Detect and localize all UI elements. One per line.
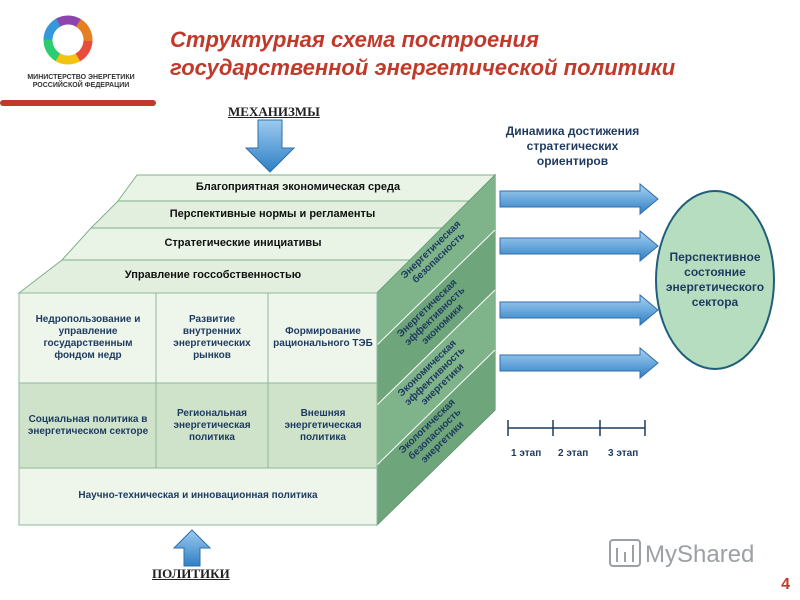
mechanisms-label: МЕХАНИЗМЫ — [228, 104, 320, 119]
stage-1-label: 1 этап — [511, 448, 542, 459]
top-band-1-label: Благоприятная экономическая среда — [195, 181, 401, 193]
top-band-3-label: Стратегические инициативы — [164, 237, 322, 249]
stage-timeline — [507, 420, 646, 436]
cell-regional-policy: Региональная энергетическая политика — [173, 408, 251, 443]
front-face — [18, 292, 378, 526]
header-divider — [0, 100, 156, 106]
outcome-arrow-4 — [499, 346, 659, 380]
policies-up-arrow — [172, 529, 212, 567]
mechanisms-down-arrow — [244, 119, 296, 173]
outcome-arrow-3 — [499, 293, 659, 327]
dynamics-label: Динамика достижения стратегических ориен… — [505, 124, 640, 168]
cell-subsoil-use: Недропользование и управление государств… — [35, 314, 141, 361]
top-bands — [17, 174, 496, 294]
organization-name: МИНИСТЕРСТВО ЭНЕРГЕТИКИ РОССИЙСКОЙ ФЕДЕР… — [16, 74, 146, 90]
title-line1: Структурная схема построения — [170, 27, 539, 52]
outcome-arrow-2 — [499, 229, 659, 263]
title-line2: государственной энергетической политики — [170, 55, 676, 80]
cell-domestic-markets: Развитие внутренних энергетических рынко… — [173, 314, 251, 361]
page-title: Структурная схема построения государстве… — [170, 26, 770, 82]
cell-foreign-policy: Внешняя энергетическая политика — [284, 408, 362, 443]
watermark-text: MyShared — [645, 541, 755, 568]
cell-science-innovation: Научно-техническая и инновационная полит… — [78, 490, 318, 501]
cell-social-policy: Социальная политика в энергетическом сек… — [27, 414, 149, 437]
stage-2-label: 2 этап — [558, 448, 589, 459]
top-band-2-label: Перспективные нормы и регламенты — [169, 208, 376, 220]
top-band-4-label: Управление госсобственностью — [124, 269, 302, 281]
organization-line2: РОССИЙСКОЙ ФЕДЕРАЦИИ — [32, 82, 130, 89]
target-state-label: Перспективное состояние энергетического … — [665, 250, 765, 309]
organization-line1: МИНИСТЕРСТВО ЭНЕРГЕТИКИ — [27, 74, 135, 81]
right-side-face — [376, 173, 496, 527]
cell-rational-teb: Формирование рационального ТЭБ — [273, 326, 373, 349]
outcome-arrows — [499, 182, 659, 380]
stage-3-label: 3 этап — [608, 448, 639, 459]
outcome-arrow-1 — [499, 182, 659, 216]
policies-label: ПОЛИТИКИ — [152, 566, 230, 581]
page-number: 4 — [781, 576, 790, 593]
target-state-oval: Перспективное состояние энергетического … — [655, 190, 775, 370]
watermark-icon — [609, 539, 641, 567]
ministry-logo — [40, 12, 96, 68]
